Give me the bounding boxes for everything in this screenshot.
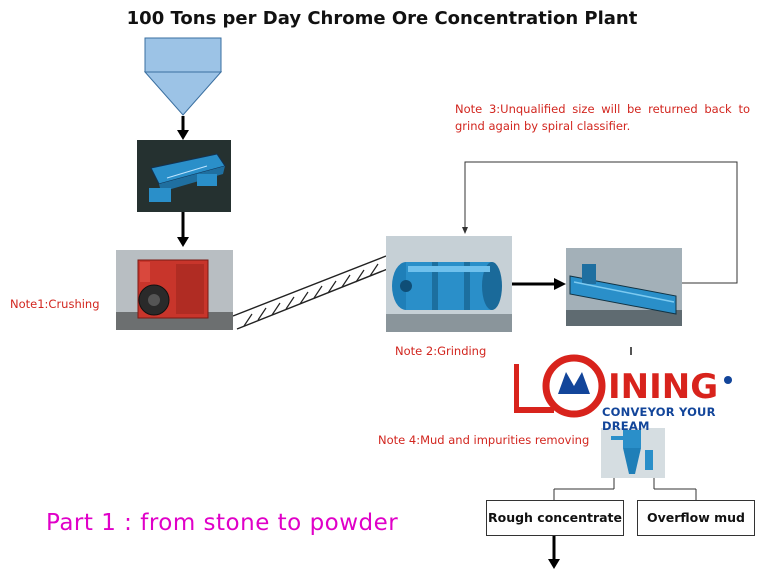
arrow-hopper-to-feeder [177,116,189,140]
ball-mill-image [386,236,512,332]
part-caption: Part 1 : from stone to powder [46,510,399,536]
split-lines [553,478,697,500]
note-3: Note 3:Unqualified size will be returned… [455,102,750,133]
arrow-rough-down [548,536,560,569]
arrow-feeder-to-crusher [177,212,189,247]
hydrocyclone-image [601,428,665,478]
belt-conveyor [232,255,391,330]
logo-mark-icon: INING [513,354,732,418]
diagram-title: 100 Tons per Day Chrome Ore Concentratio… [126,8,638,29]
hopper-icon [143,37,223,116]
note-1: Note1:Crushing [10,297,100,311]
mining-logo: INING [513,350,746,426]
note-4: Note 4:Mud and impurities removing [378,433,590,447]
note-2: Note 2:Grinding [395,344,487,358]
spiral-classifier-image [566,248,682,326]
logo-slogan: CONVEYOR YOUR DREAM [602,405,716,433]
rough-concentrate-box: Rough concentrate [486,500,624,536]
arrow-mill-to-classifier [512,278,566,290]
svg-text:INING: INING [608,367,718,407]
return-loop [462,161,738,284]
vibrating-feeder-image [137,140,231,212]
hammer-crusher-image [116,250,233,330]
overflow-mud-box: Overflow mud [637,500,755,536]
